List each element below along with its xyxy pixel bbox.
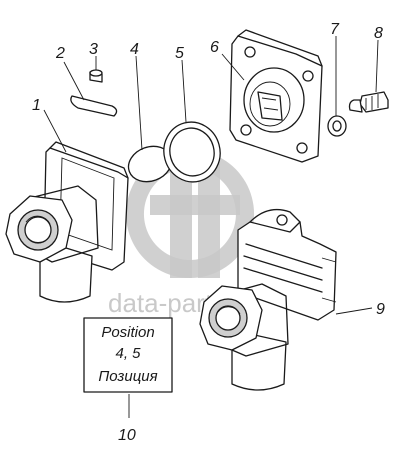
part-8-bolt (348, 91, 389, 113)
part-9-assembly (199, 208, 337, 391)
part-5-oring (163, 121, 221, 183)
callout-3: 3 (89, 41, 98, 58)
leader-lines (43, 36, 379, 418)
callout-4: 4 (130, 41, 139, 58)
part-7-washer (327, 115, 347, 137)
callout-7: 7 (330, 21, 340, 38)
part-1-housing (5, 141, 129, 303)
part-3-cap (89, 69, 103, 83)
callout-9: 9 (376, 301, 385, 318)
position-note-box: Position 4, 5 Позиция (83, 317, 173, 393)
watermark-logo (126, 150, 255, 278)
callout-8: 8 (374, 25, 383, 42)
callout-1: 1 (32, 97, 41, 114)
callout-2: 2 (55, 45, 65, 62)
note-line-2: 4, 5 (115, 345, 141, 362)
note-line-1: Position (101, 324, 154, 341)
callout-6: 6 (210, 39, 219, 56)
callout-10: 10 (118, 427, 136, 444)
callout-5: 5 (175, 45, 184, 62)
part-6-flange (229, 29, 323, 163)
note-line-3: Позиция (98, 368, 157, 385)
part-2-plate (70, 95, 118, 117)
